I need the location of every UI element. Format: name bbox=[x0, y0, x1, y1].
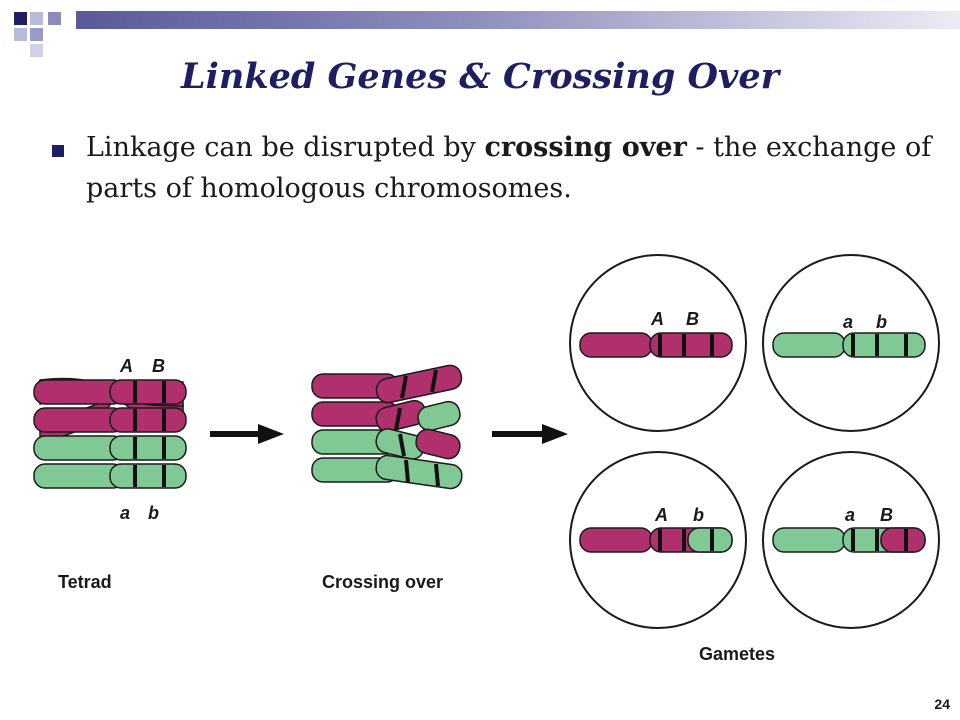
page-number: 24 bbox=[934, 696, 950, 712]
allele-label: A bbox=[655, 505, 668, 525]
stage-label-crossing-over: Crossing over bbox=[322, 572, 444, 592]
allele-label: B bbox=[686, 309, 699, 329]
arrow-right-icon bbox=[210, 424, 284, 444]
allele-label: b bbox=[693, 505, 704, 525]
corner-square-light bbox=[30, 12, 43, 25]
bullet-text: Linkage can be disrupted by crossing ove… bbox=[86, 128, 936, 209]
allele-label: a bbox=[845, 505, 856, 525]
gamete-2-chromosome bbox=[772, 332, 926, 358]
arrow-right-icon bbox=[492, 424, 568, 444]
corner-square-light-2 bbox=[14, 28, 27, 41]
slide-title: Linked Genes & Crossing Over bbox=[180, 56, 780, 97]
corner-square-light-3 bbox=[30, 44, 43, 57]
gamete-1-chromosome bbox=[579, 332, 733, 358]
corner-square-navy bbox=[14, 12, 27, 25]
header-gradient-bar bbox=[76, 11, 960, 29]
allele-label: A bbox=[120, 356, 133, 376]
allele-label: A bbox=[651, 309, 664, 329]
crossing-over-chromosomes bbox=[311, 364, 463, 490]
crossing-over-bands bbox=[394, 369, 440, 487]
stage-label-gametes: Gametes bbox=[699, 644, 776, 664]
allele-label: B bbox=[880, 505, 893, 525]
allele-label: B bbox=[152, 356, 165, 376]
gamete-4-chromosome bbox=[772, 527, 926, 553]
tetrad-bands bbox=[133, 381, 166, 487]
gamete-3-chromosome bbox=[579, 527, 733, 553]
tetrad-chromosomes bbox=[33, 377, 187, 489]
gamete-circles bbox=[569, 254, 940, 629]
corner-square-mid bbox=[48, 12, 61, 25]
stage-label-tetrad: Tetrad bbox=[58, 572, 112, 592]
allele-label: b bbox=[148, 503, 159, 523]
corner-square-mid-2 bbox=[30, 28, 43, 41]
bullet-text-tail: - the exchange of parts of homologous ch… bbox=[86, 132, 932, 204]
bullet-text-lead: Linkage can be disrupted by bbox=[86, 132, 485, 163]
bullet-text-bold: crossing over bbox=[484, 132, 687, 163]
allele-label: b bbox=[876, 312, 887, 332]
bullet-square-icon bbox=[52, 145, 64, 157]
allele-label: a bbox=[120, 503, 131, 523]
allele-label: a bbox=[843, 312, 854, 332]
